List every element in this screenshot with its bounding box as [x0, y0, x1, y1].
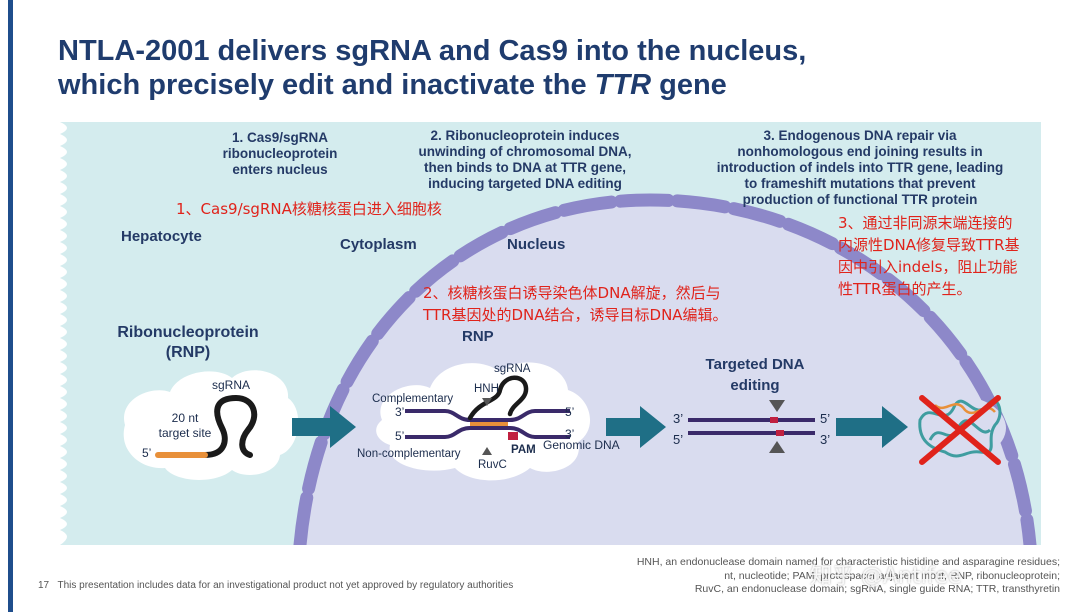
- rnp-heading-line: Ribonucleoprotein: [117, 324, 259, 341]
- edited-three-prime-left: 3’: [673, 411, 684, 426]
- hnh-label: HNH: [474, 383, 499, 395]
- rnp-five-prime: 5’: [142, 446, 152, 460]
- rnp-heading: Ribonucleoprotein (RNP): [108, 323, 268, 363]
- step-2-text: 2. Ribonucleoprotein induces unwinding o…: [395, 128, 655, 192]
- nucleus-sgrna-label: sgRNA: [494, 363, 531, 375]
- watermark: 知乎 @Antifee: [810, 564, 962, 589]
- ruvc-cut-marker: [482, 447, 492, 455]
- left-accent-bar: [8, 0, 13, 612]
- annotation-cn-2-line: TTR基因处的DNA结合，诱导目标DNA编辑。: [423, 306, 728, 324]
- hepatocyte-label: Hepatocyte: [121, 228, 202, 245]
- targeted-heading-line: Targeted DNA: [705, 356, 805, 373]
- noncomp-three-prime: 3’: [565, 427, 575, 441]
- indel-bottom: [776, 430, 784, 436]
- cut-marker-top: [769, 400, 785, 412]
- non-complementary-label: Non-complementary: [357, 448, 461, 460]
- indel-top: [770, 417, 778, 423]
- title-line-1: NTLA-2001 delivers sgRNA and Cas9 into t…: [58, 35, 807, 67]
- edited-five-prime-left: 5’: [673, 432, 684, 447]
- nucleus-rnp-heading: RNP: [462, 328, 494, 345]
- disclaimer-text: This presentation includes data for an i…: [57, 580, 514, 591]
- step-2-line: inducing targeted DNA editing: [428, 176, 622, 191]
- annotation-cn-3-line: 内源性DNA修复导致TTR基: [838, 236, 1020, 254]
- targeted-heading-line: editing: [730, 377, 780, 394]
- edited-three-prime-right: 3’: [820, 432, 831, 447]
- step-3-line: production of functional TTR protein: [742, 192, 978, 207]
- annotation-cn-1: 1、Cas9/sgRNA核糖核蛋白进入细胞核: [176, 200, 442, 218]
- wavy-cell-edge: [48, 122, 67, 545]
- hnh-cut-marker: [482, 398, 492, 406]
- complementary-three-prime: 3’: [395, 405, 405, 419]
- noncomp-five-prime: 5’: [395, 429, 405, 443]
- abbrev-line: HNH, an endonuclease domain named for ch…: [636, 556, 1060, 568]
- cut-marker-bottom: [769, 441, 785, 453]
- step-1-line: ribonucleoprotein: [222, 146, 338, 161]
- cytoplasm-label: Cytoplasm: [340, 236, 417, 253]
- arrow-binding-to-editing: [606, 406, 666, 448]
- pam-label: PAM: [511, 444, 536, 456]
- rnp-sgrna-strand: [157, 394, 258, 458]
- step-2-line: 2. Ribonucleoprotein induces: [430, 128, 620, 143]
- complementary-five-prime: 5’: [565, 405, 575, 419]
- abbrev-line: nt, nucleotide; PAM, protospacer adjacen…: [724, 569, 1060, 582]
- rnp-target-line: target site: [158, 426, 212, 440]
- step-3-line: introduction of indels into TTR gene, le…: [716, 160, 1004, 175]
- pam-site: [508, 432, 518, 440]
- step-3-line: to frameshift mutations that prevent: [744, 176, 976, 191]
- crossed-out-ttr-protein: [910, 395, 1006, 465]
- annotation-cn-3-line: 性TTR蛋白的产生。: [838, 280, 972, 298]
- page-number: 17: [38, 580, 50, 591]
- edited-five-prime-right: 5’: [820, 411, 831, 426]
- step-2-line: unwinding of chromosomal DNA,: [418, 144, 632, 159]
- footer-disclaimer: 17 This presentation includes data for a…: [38, 580, 513, 591]
- step-3-line: 3. Endogenous DNA repair via: [763, 128, 957, 143]
- arrow-editing-to-protein: [836, 406, 908, 448]
- annotation-cn-2-line: 2、核糖核蛋白诱导染色体DNA解旋，然后与: [423, 284, 721, 302]
- genomic-dna-label: Genomic DNA: [543, 438, 620, 452]
- rnp-heading-line: (RNP): [165, 344, 211, 361]
- step-1-text: 1. Cas9/sgRNA ribonucleoprotein enters n…: [195, 130, 365, 178]
- step-1-line: 1. Cas9/sgRNA: [231, 130, 329, 145]
- nuclear-membrane: [293, 193, 1037, 545]
- annotation-cn-3-line: 3、通过非同源末端连接的: [838, 214, 1013, 232]
- nucleus-label: Nucleus: [507, 236, 566, 253]
- step-1-line: enters nucleus: [232, 162, 328, 177]
- title-line-2: which precisely edit and inactivate the …: [58, 68, 1058, 102]
- rnp-target-line: 20 nt: [171, 411, 199, 425]
- annotation-cn-3: 3、通过非同源末端连接的 内源性DNA修复导致TTR基 因中引入indels，阻…: [838, 212, 1020, 300]
- title-line-2-pre: which precisely edit and inactivate the: [58, 69, 595, 101]
- step-3-line: nonhomologous end joining results in: [737, 144, 983, 159]
- title-line-2-post: gene: [651, 69, 727, 101]
- rnp-target-label: 20 nt target site: [150, 411, 220, 441]
- targeted-editing-heading: Targeted DNA editing: [690, 354, 820, 396]
- abbreviations-footnote: HNH, an endonuclease domain named for ch…: [560, 556, 1060, 597]
- step-3-text: 3. Endogenous DNA repair via nonhomologo…: [690, 128, 1030, 208]
- arrow-rnp-to-nucleus: [292, 406, 356, 448]
- complementary-label: Complementary: [372, 393, 454, 405]
- annotation-cn-3-line: 因中引入indels，阻止功能: [838, 258, 1018, 276]
- slide-title: NTLA-2001 delivers sgRNA and Cas9 into t…: [58, 34, 1058, 102]
- title-gene-name: TTR: [594, 69, 652, 101]
- ruvc-label: RuvC: [478, 459, 507, 471]
- step-2-line: then binds to DNA at TTR gene,: [424, 160, 626, 175]
- complementary-strand: [405, 409, 570, 422]
- non-complementary-strand: [405, 426, 570, 439]
- annotation-cn-2: 2、核糖核蛋白诱导染色体DNA解旋，然后与 TTR基因处的DNA结合，诱导目标D…: [423, 282, 728, 326]
- abbrev-line: RuvC, an endonuclease domain; sgRNA, sin…: [694, 583, 1060, 595]
- rnp-sgrna-label: sgRNA: [212, 378, 251, 392]
